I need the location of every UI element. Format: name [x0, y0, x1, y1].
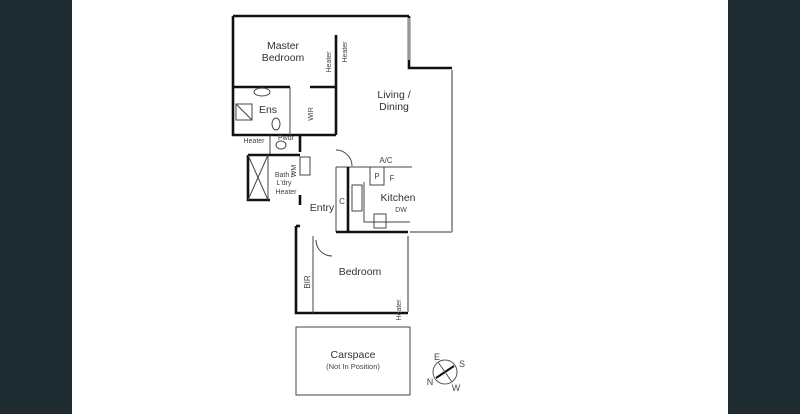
label-bath: Bath / [275, 172, 293, 179]
label-wm: WM [291, 165, 298, 178]
label-heater-5: Heater [396, 299, 403, 321]
right-dark-panel [728, 0, 800, 414]
label-dw: DW [395, 207, 407, 214]
walls [231, 14, 453, 396]
label-cupboard: C [339, 197, 345, 206]
label-kitchen: Kitchen [380, 192, 415, 204]
label-heater-3: Heater [275, 189, 297, 196]
label-heater-4: Heater [243, 138, 265, 145]
label-ac: A/C [379, 156, 393, 165]
label-dining: Dining [379, 101, 409, 113]
label-bir: BIR [303, 275, 312, 289]
svg-text:N: N [427, 377, 434, 387]
label-fridge: F [390, 174, 395, 183]
label-wir: WIR [308, 107, 315, 121]
label-carspace-note: (Not In Position) [326, 362, 380, 371]
label-heater-1: Heater [326, 51, 333, 73]
label-living: Living / [377, 89, 410, 101]
svg-text:W: W [452, 383, 461, 393]
svg-text:S: S [459, 359, 465, 369]
compass-icon: E S N W [427, 352, 465, 393]
label-pantry: P [374, 172, 379, 181]
label-bedroom: Bedroom [262, 52, 305, 64]
label-carspace: Carspace [331, 349, 376, 361]
room-labels: Master Bedroom Ens WIR Heater Heater Liv… [243, 40, 415, 371]
label-entry: Entry [310, 202, 335, 214]
carspace-outline [295, 326, 411, 396]
label-ens: Ens [259, 104, 277, 116]
label-ldry: L'dry [277, 180, 292, 187]
label-heater-2: Heater [342, 41, 349, 63]
svg-text:E: E [434, 352, 440, 362]
label-bedroom-2: Bedroom [339, 266, 382, 278]
left-dark-panel [0, 0, 72, 414]
label-master: Master [267, 40, 300, 52]
label-pwdr: Pwdr [278, 135, 295, 142]
